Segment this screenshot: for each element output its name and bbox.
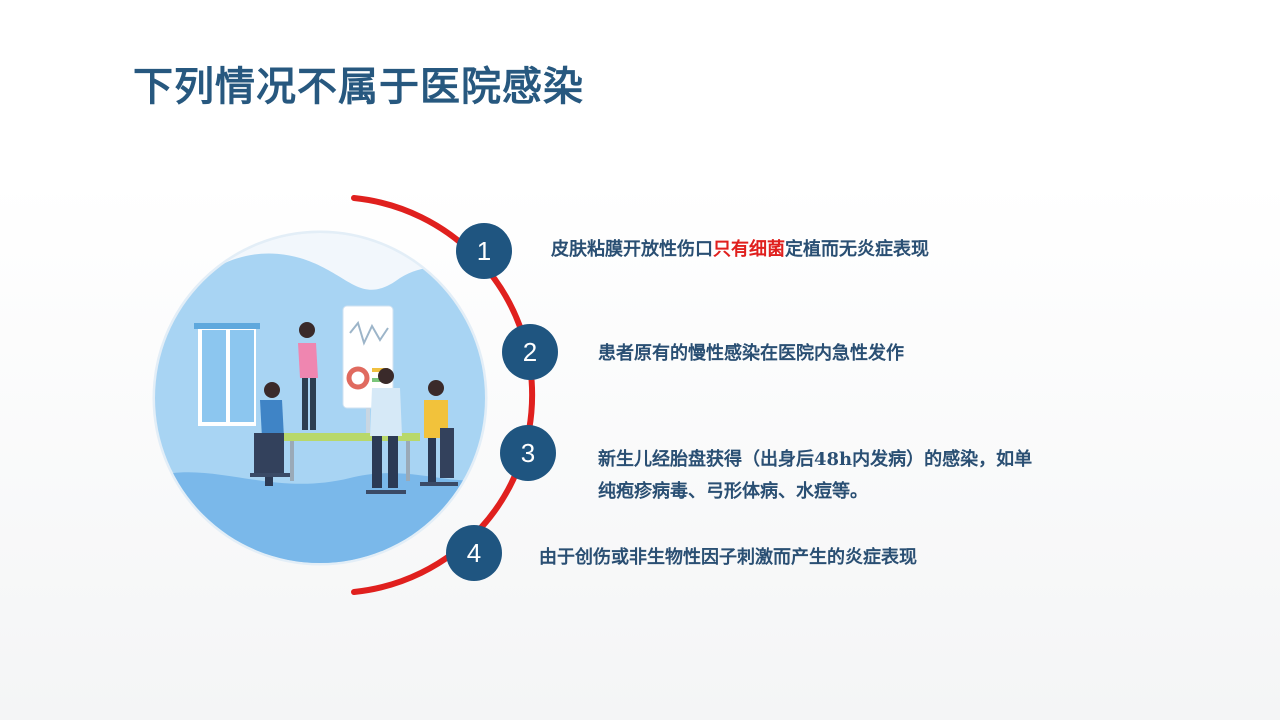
item-3-text: 新生儿经胎盘获得（出身后48h内发病）的感染，如单 纯疱疹病毒、弓形体病、水痘等… bbox=[598, 444, 1032, 508]
item-1-text-after: 定植而无炎症表现 bbox=[785, 239, 929, 260]
item-2-text: 患者原有的慢性感染在医院内急性发作 bbox=[598, 343, 904, 364]
item-2-number-badge: 2 bbox=[502, 324, 558, 380]
item-4-number-badge: 4 bbox=[446, 525, 502, 581]
item-4-text: 由于创伤或非生物性因子刺激而产生的炎症表现 bbox=[539, 547, 917, 568]
item-1-number-badge: 1 bbox=[456, 223, 512, 279]
item-3-line-2: 纯疱疹病毒、弓形体病、水痘等。 bbox=[598, 481, 868, 502]
meeting-illustration bbox=[152, 230, 488, 566]
item-3-line-1: 新生儿经胎盘获得（出身后48h内发病）的感染，如单 bbox=[598, 449, 1033, 470]
item-3-number-badge: 3 bbox=[500, 425, 556, 481]
item-1-highlight: 只有细菌 bbox=[713, 239, 785, 260]
item-1-text-before: 皮肤粘膜开放性伤口 bbox=[551, 239, 713, 260]
page-title: 下列情况不属于医院感染 bbox=[133, 64, 584, 110]
item-1-text: 皮肤粘膜开放性伤口只有细菌定植而无炎症表现 bbox=[551, 234, 929, 266]
